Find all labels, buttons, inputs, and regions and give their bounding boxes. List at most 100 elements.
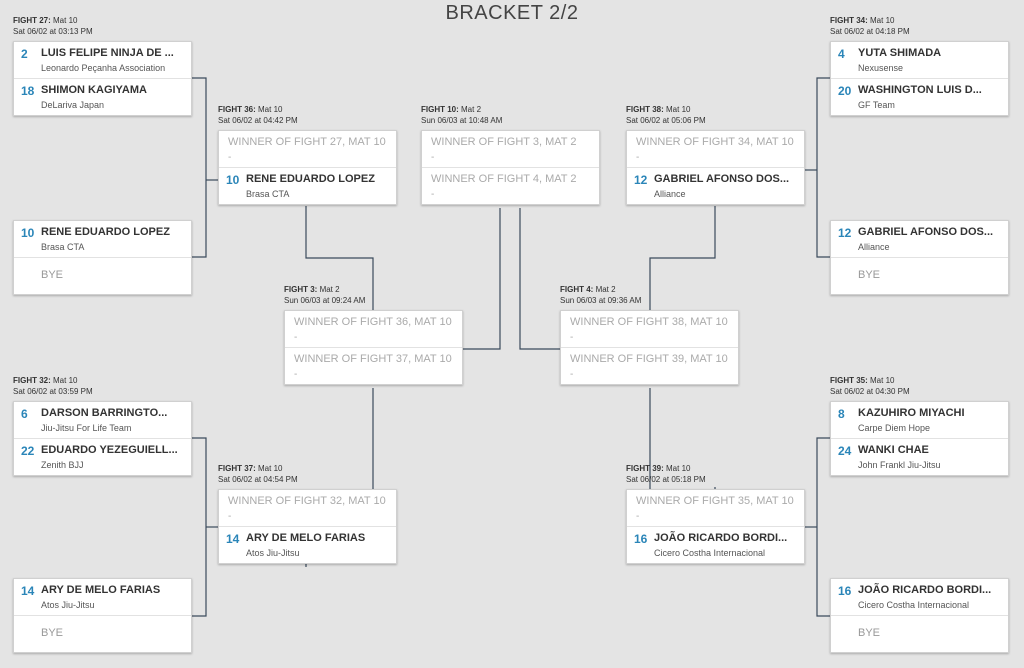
fight-number-line: FIGHT 32: Mat 10	[13, 375, 93, 386]
fight-number-line: FIGHT 3: Mat 2	[284, 284, 365, 295]
fight-number: FIGHT 39:	[626, 464, 664, 473]
competitor-name[interactable]: KAZUHIRO MIYACHI	[858, 407, 965, 419]
fight-time: Sat 06/02 at 04:54 PM	[218, 475, 298, 484]
fight-number: FIGHT 3:	[284, 285, 318, 294]
competitor-seed: 20	[838, 84, 852, 98]
fight-mat: Mat 10	[50, 16, 78, 25]
competitor-slot[interactable]: WINNER OF FIGHT 4, MAT 2-	[422, 168, 599, 204]
competitor-name[interactable]: DARSON BARRINGTO...	[41, 407, 168, 419]
competitor-name[interactable]: WANKI CHAE	[858, 444, 929, 456]
competitor-name[interactable]: JOÃO RICARDO BORDI...	[654, 532, 788, 544]
fight-number-line: FIGHT 4: Mat 2	[560, 284, 641, 295]
competitor-slot[interactable]: 14 ARY DE MELO FARIAS Atos Jiu-Jitsu	[219, 527, 396, 563]
competitor-slot[interactable]: WINNER OF FIGHT 35, MAT 10-	[627, 490, 804, 527]
fight-mat: Mat 10	[663, 464, 691, 473]
competitor-team: Alliance	[654, 189, 686, 199]
competitor-team: Cicero Costha Internacional	[858, 600, 970, 610]
fight-number: FIGHT 27:	[13, 16, 51, 25]
competitor-name[interactable]: ARY DE MELO FARIAS	[41, 584, 161, 596]
fight-mat: Mat 10	[255, 105, 283, 114]
competitor-slot[interactable]: BYE	[14, 258, 191, 294]
competitor-slot[interactable]: BYE	[14, 616, 191, 652]
competitor-seed: 14	[226, 532, 240, 546]
winner-placeholder: WINNER OF FIGHT 39, MAT 10	[570, 353, 728, 365]
placeholder-dash: -	[636, 511, 640, 522]
fight-card[interactable]: WINNER OF FIGHT 36, MAT 10-WINNER OF FIG…	[284, 310, 463, 385]
competitor-name[interactable]: SHIMON KAGIYAMA	[41, 84, 147, 96]
competitor-name[interactable]: GABRIEL AFONSO DOS...	[858, 226, 994, 238]
competitor-slot[interactable]: WINNER OF FIGHT 32, MAT 10-	[219, 490, 396, 527]
competitor-name[interactable]: JOÃO RICARDO BORDI...	[858, 584, 992, 596]
competitor-name[interactable]: LUIS FELIPE NINJA DE ...	[41, 47, 174, 59]
competitor-slot[interactable]: BYE	[831, 258, 1008, 294]
competitor-slot[interactable]: WINNER OF FIGHT 36, MAT 10-	[285, 311, 462, 348]
competitor-slot[interactable]: BYE	[831, 616, 1008, 652]
competitor-team: Atos Jiu-Jitsu	[246, 548, 300, 558]
bye-label: BYE	[858, 627, 881, 639]
fight-number: FIGHT 38:	[626, 105, 664, 114]
competitor-slot[interactable]: WINNER OF FIGHT 27, MAT 10-	[219, 131, 396, 168]
competitor-name[interactable]: RENE EDUARDO LOPEZ	[41, 226, 170, 238]
competitor-slot[interactable]: WINNER OF FIGHT 37, MAT 10-	[285, 348, 462, 384]
fight-card[interactable]: WINNER OF FIGHT 32, MAT 10- 14 ARY DE MELO…	[218, 489, 397, 564]
competitor-slot[interactable]: WINNER OF FIGHT 38, MAT 10-	[561, 311, 738, 348]
fight-mat: Mat 2	[317, 285, 340, 294]
competitor-name[interactable]: ARY DE MELO FARIAS	[246, 532, 366, 544]
fight-number-line: FIGHT 10: Mat 2	[421, 104, 502, 115]
winner-placeholder: WINNER OF FIGHT 37, MAT 10	[294, 353, 452, 365]
competitor-seed: 10	[226, 173, 240, 187]
fight-number-line: FIGHT 39: Mat 10	[626, 463, 706, 474]
competitor-slot[interactable]: WINNER OF FIGHT 3, MAT 2-	[422, 131, 599, 168]
competitor-slot[interactable]: WINNER OF FIGHT 39, MAT 10-	[561, 348, 738, 384]
fight-mat: Mat 10	[255, 464, 283, 473]
competitor-name[interactable]: RENE EDUARDO LOPEZ	[246, 173, 375, 185]
fight-time: Sat 06/02 at 05:18 PM	[626, 475, 706, 484]
competitor-team: Cicero Costha Internacional	[654, 548, 766, 558]
fight-card[interactable]: WINNER OF FIGHT 38, MAT 10-WINNER OF FIG…	[560, 310, 739, 385]
winner-placeholder: WINNER OF FIGHT 38, MAT 10	[570, 316, 728, 328]
fight-card[interactable]: WINNER OF FIGHT 27, MAT 10- 10 RENE EDUARD…	[218, 130, 397, 205]
fight-card[interactable]: WINNER OF FIGHT 3, MAT 2-WINNER OF FIGHT…	[421, 130, 600, 205]
competitor-name[interactable]: EDUARDO YEZEGUIELL...	[41, 444, 178, 456]
competitor-slot[interactable]: WINNER OF FIGHT 34, MAT 10-	[627, 131, 804, 168]
competitor-name[interactable]: WASHINGTON LUIS D...	[858, 84, 982, 96]
winner-placeholder: WINNER OF FIGHT 32, MAT 10	[228, 495, 386, 507]
competitor-name[interactable]: GABRIEL AFONSO DOS...	[654, 173, 790, 185]
placeholder-dash: -	[431, 189, 435, 200]
competitor-name[interactable]: YUTA SHIMADA	[858, 47, 942, 59]
competitor-team: DeLariva Japan	[41, 100, 105, 110]
competitor-team: John Frankl Jiu-Jitsu	[858, 460, 941, 470]
fight-number-line: FIGHT 38: Mat 10	[626, 104, 706, 115]
winner-placeholder: WINNER OF FIGHT 27, MAT 10	[228, 136, 386, 148]
fight-mat: Mat 10	[867, 16, 895, 25]
